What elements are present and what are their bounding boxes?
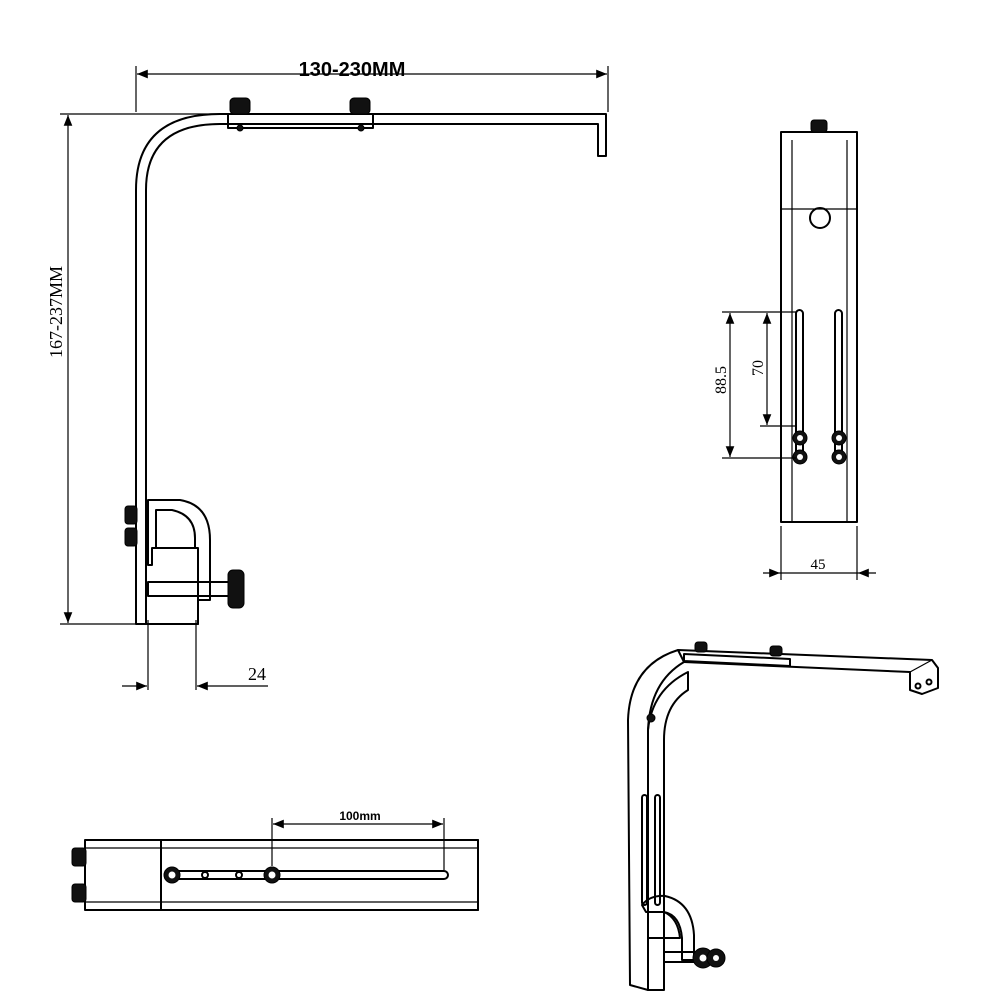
front-top-knob — [810, 119, 828, 133]
front-hole — [809, 207, 831, 229]
iso-rail-hole-2 — [925, 678, 933, 686]
clamp-knob-upper — [124, 505, 138, 525]
top-view-knob-upper — [71, 847, 87, 867]
iso-rail-hole-1 — [914, 682, 922, 690]
clamp-depth-label: 24 — [248, 664, 266, 684]
top-view-knob-lower — [71, 883, 87, 903]
isometric-view — [627, 641, 939, 991]
iso-arm-screw — [646, 713, 656, 723]
iso-arm-front — [647, 671, 689, 991]
clamp-inner — [155, 509, 196, 549]
clamp-body — [147, 499, 211, 601]
top-view-inner-plate — [160, 839, 479, 911]
iso-knob-1 — [694, 641, 708, 653]
iso-clamp — [641, 894, 695, 961]
height-range-label: 167-237MM — [46, 266, 66, 358]
clamp-screw — [147, 581, 231, 597]
thumb-wheel — [227, 569, 245, 609]
arm-outline — [135, 113, 607, 625]
iso-knob-2 — [769, 645, 783, 657]
width-range-label: 130-230MM — [299, 59, 406, 81]
iso-clamp-inner — [647, 911, 681, 939]
bracket-width-label: 45 — [811, 557, 826, 573]
top-plate — [227, 113, 374, 129]
screw-dot-left — [236, 124, 244, 132]
travel-label: 100mm — [339, 809, 380, 823]
slot-length-a-label: 88.5 — [713, 366, 730, 394]
top-view-outer — [84, 839, 479, 911]
screw-dot-right — [357, 124, 365, 132]
side-view: 130-230MM 167-237MM 24 — [46, 59, 609, 691]
iso-arm-slot-2 — [654, 794, 661, 906]
top-knob-right — [349, 97, 371, 115]
front-view: 88.5 70 45 — [713, 119, 876, 580]
clamp-knob-lower — [124, 527, 138, 547]
iso-top-plate — [683, 653, 791, 667]
slot-length-b-label: 70 — [750, 360, 767, 376]
top-view: 100mm — [71, 809, 479, 911]
top-view-hole-1 — [201, 871, 209, 879]
top-knob-left — [229, 97, 251, 115]
iso-arm-slot-1 — [641, 794, 648, 906]
top-view-hole-2 — [235, 871, 243, 879]
iso-vertical-arm — [627, 649, 685, 991]
